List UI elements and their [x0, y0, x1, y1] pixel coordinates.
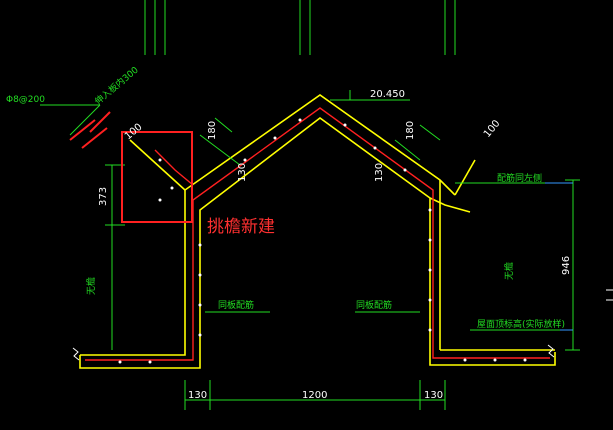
- extend-note-label: 伸入板内300: [92, 64, 141, 108]
- vertical-left-label: 无檐: [85, 277, 97, 295]
- dim-946: 946: [561, 256, 572, 275]
- concrete-outline: [79, 94, 556, 369]
- roof-note-label: 屋面顶标高(实际放样): [477, 318, 565, 330]
- dim-373: 373: [98, 187, 109, 206]
- bottom-dim-130-right: 130: [424, 390, 443, 401]
- eave-new-label: 挑檐新建: [207, 217, 275, 237]
- dim-130-right: 130: [374, 163, 385, 182]
- top-grid-lines: [144, 0, 456, 55]
- dim-130-left: 130: [237, 163, 248, 182]
- eave-highlight-box: [121, 131, 193, 223]
- dim-180-left: 180: [207, 121, 218, 140]
- same-ratio-left-label: 同板配筋: [218, 299, 254, 311]
- rebar-spec-label: Φ8@200: [6, 95, 45, 105]
- elevation-label: 20.450: [370, 89, 405, 100]
- dim-100-left: 100: [123, 122, 145, 143]
- vertical-right-label: 无檐: [503, 262, 515, 280]
- break-symbols: [72, 289, 613, 361]
- rebar-lines: [85, 107, 550, 361]
- ratio-same-side-label: 配筋同左侧: [497, 172, 542, 184]
- rebar-dots: [118, 118, 527, 364]
- dim-180-right: 180: [405, 121, 416, 140]
- rebar-hatch: [69, 111, 111, 149]
- bottom-dim-1200: 1200: [302, 390, 327, 401]
- bottom-dim-130-left: 130: [188, 390, 207, 401]
- dim-100-right: 100: [482, 118, 503, 140]
- same-ratio-right-label: 同板配筋: [356, 299, 392, 311]
